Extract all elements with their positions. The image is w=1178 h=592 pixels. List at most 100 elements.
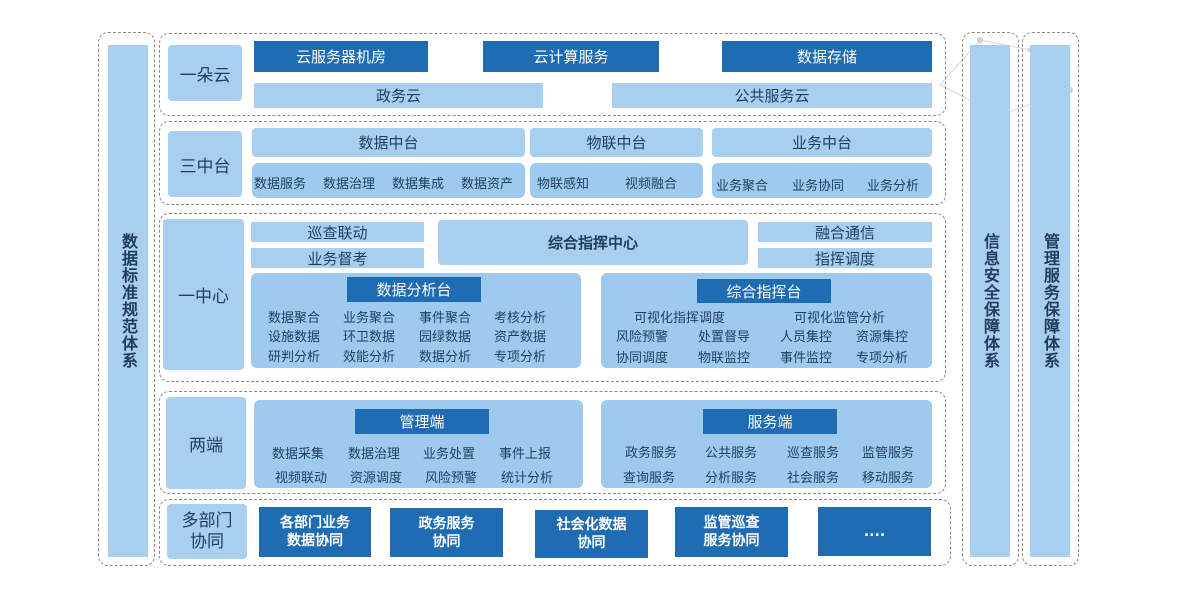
analysis-item: 资产数据 [494,330,547,345]
analysis-item: 环卫数据 [343,330,396,345]
manage-item: 资源调度 [350,471,403,486]
manage-item: 数据采集 [272,447,325,462]
manage-item: 业务处置 [423,447,476,462]
analysis-item: 数据分析 [419,350,472,365]
command-center-box: 综合指挥中心 [438,220,748,265]
command-item: 可视化监管分析 [794,311,886,326]
social-data-collab-line: 协同 [577,535,606,551]
platform-item: 业务分析 [867,179,920,194]
analysis-item: 考核分析 [494,311,547,326]
depts-tag: 多部门 协同 [167,504,247,559]
manage-item: 事件上报 [499,447,552,462]
service-item: 政务服务 [625,446,678,461]
command-item: 可视化指挥调度 [634,311,726,326]
ends-tag: 两端 [166,397,246,489]
platform-item: 数据集成 [392,177,445,192]
platform-item: 数据治理 [323,177,376,192]
data-storage-box: 数据存储 [722,41,932,72]
manage-item: 统计分析 [501,471,554,486]
social-data-collab-line: 社会化数据 [556,517,627,533]
business-platform-items: 业务聚合 业务协同 业务分析 [712,163,932,198]
platform-item: 业务聚合 [716,179,769,194]
analysis-item: 数据聚合 [268,311,321,326]
command-grid: 可视化指挥调度 可视化监管分析 风险预警 处置督导 人员集控 资源集控 协同调度… [601,306,932,366]
depts-tag-line: 多部门 [181,510,233,531]
dept-collab-box: 各部门业务 数据协同 [259,507,371,557]
analysis-item: 专项分析 [494,350,547,365]
platform-item: 数据资产 [461,177,514,192]
depts-tag-line: 协同 [190,531,224,552]
platform-item: 物联感知 [537,177,590,192]
platforms-row [159,121,946,205]
left-pillar-frame [98,32,155,566]
platform-item: 数据服务 [254,177,307,192]
gov-service-collab-box: 政务服务 协同 [390,508,503,557]
analysis-item: 研判分析 [268,350,321,365]
converged-comm-box: 融合通信 [758,222,932,242]
command-item: 人员集控 [780,330,833,345]
analysis-panel-title: 数据分析台 [347,277,481,302]
analysis-grid: 数据聚合 业务聚合 事件聚合 考核分析 设施数据 环卫数据 园绿数据 资产数据 … [251,306,581,366]
manage-item: 风险预警 [425,471,478,486]
data-platform-title: 数据中台 [252,128,525,157]
data-standard-system: 数据标准规范体系 [108,45,148,557]
cloud-tag: 一朵云 [168,45,242,101]
center-row [159,213,946,382]
command-panel-title: 综合指挥台 [697,279,831,303]
management-system: 管理服务保障体系 [1030,45,1070,557]
service-item: 查询服务 [623,471,676,486]
iot-platform-items: 物联感知 视频融合 [530,163,703,198]
gov-cloud-box: 政务云 [254,83,543,108]
service-grid: 政务服务 公共服务 巡查服务 监管服务 查询服务 分析服务 社会服务 移动服务 [601,442,932,486]
cloud-computing-box: 云计算服务 [483,41,659,72]
server-room-box: 云服务器机房 [254,41,428,72]
analysis-item: 事件聚合 [419,311,472,326]
platform-item: 视频融合 [625,177,678,192]
social-data-collab-box: 社会化数据 协同 [535,510,648,558]
manage-panel-title: 管理端 [355,409,489,434]
service-panel-title: 服务端 [703,409,837,434]
manage-item: 数据治理 [348,447,401,462]
service-item: 社会服务 [787,471,840,486]
platforms-tag: 三中台 [168,131,242,197]
command-item: 资源集控 [856,330,909,345]
dispatch-box: 指挥调度 [758,248,932,268]
manage-item: 视频联动 [275,471,328,486]
public-cloud-box: 公共服务云 [612,83,932,108]
manage-grid: 数据采集 数据治理 业务处置 事件上报 视频联动 资源调度 风险预警 统计分析 [254,442,583,486]
service-item: 移动服务 [862,471,915,486]
dept-collab-line: 各部门业务 [280,515,350,531]
data-platform-items: 数据服务 数据治理 数据集成 数据资产 [252,163,525,198]
center-tag: 一中心 [163,219,244,370]
command-item: 风险预警 [616,330,669,345]
command-item: 专项分析 [856,351,909,366]
patrol-linkage-box: 巡查联动 [251,222,424,242]
service-item: 分析服务 [705,471,758,486]
command-item: 事件监控 [780,351,833,366]
dept-collab-line: 数据协同 [287,533,343,549]
security-system: 信息安全保障体系 [970,45,1010,557]
supervision-collab-box: 监管巡查 服务协同 [675,507,788,557]
depts-row [159,499,951,566]
cloud-row [159,33,946,116]
analysis-item: 效能分析 [343,350,396,365]
command-item: 协同调度 [616,351,669,366]
service-item: 公共服务 [705,446,758,461]
platform-item: 业务协同 [792,179,845,194]
management-pillar-frame [1022,32,1079,566]
supervision-collab-line: 服务协同 [703,533,760,549]
security-pillar-frame [962,32,1019,566]
gov-service-collab-line: 协同 [432,533,461,550]
command-item: 处置督导 [698,330,751,345]
analysis-item: 设施数据 [268,330,321,345]
service-item: 监管服务 [862,446,915,461]
business-platform-title: 业务中台 [712,128,932,157]
ends-row [159,391,946,494]
analysis-item: 园绿数据 [419,330,472,345]
more-collab-box: .... [818,507,931,556]
service-item: 巡查服务 [787,446,840,461]
iot-platform-title: 物联中台 [530,128,703,157]
analysis-item: 业务聚合 [343,311,396,326]
gov-service-collab-line: 政务服务 [418,515,475,532]
business-supervision-box: 业务督考 [251,248,424,268]
